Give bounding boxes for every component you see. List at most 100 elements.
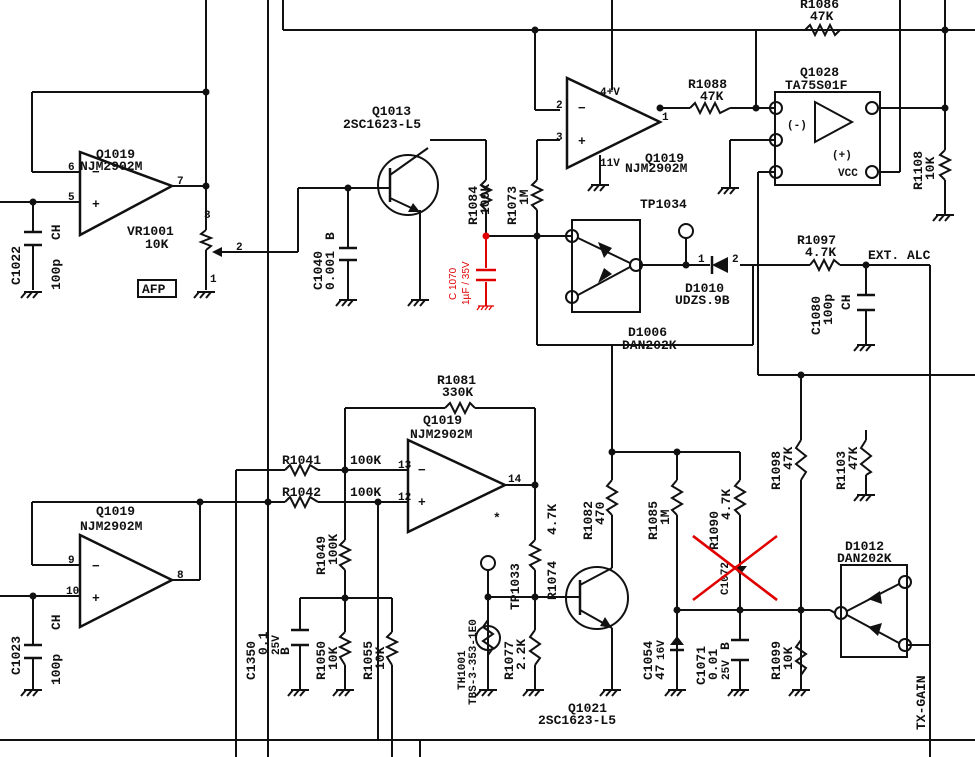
testpoint-tp1034: TP1034 <box>640 197 694 239</box>
ext-alc-label: EXT. ALC <box>868 248 931 263</box>
thermistor-ref: TH1001 <box>457 650 469 690</box>
testpoint-ref: TP1034 <box>640 197 687 212</box>
diode-ref: D1012 <box>845 539 884 554</box>
resistor-ref: R1085 <box>646 501 661 540</box>
capacitor-value: 100p <box>821 294 836 325</box>
capacitor-ref: C1071 <box>694 646 709 685</box>
pin-label: 1 <box>662 112 669 124</box>
opamp-q1019-mid: Q1019 NJM2902M 13 12 14 − + * <box>398 413 522 534</box>
resistor-ref: R1042 <box>282 485 321 500</box>
opamp-q1019-afp: Q1019 NJM2902M 6 5 7 − + <box>68 147 184 238</box>
removed-component-c1072: C1072 <box>692 535 778 601</box>
capacitor-value: 0.001 <box>323 251 338 290</box>
pin-label: 8 <box>177 570 184 582</box>
opamp-q1028: Q1028 TA75S01F (-) (+) VCC <box>769 65 881 186</box>
diode-ref: D1006 <box>628 325 667 340</box>
opamp-ref: Q1019 <box>645 151 684 166</box>
resistor-value: 47K <box>810 9 834 24</box>
capacitor-type: CH <box>839 294 854 310</box>
resistor-ref: R1077 <box>502 641 517 680</box>
capacitor-ref: C1054 <box>641 641 656 680</box>
thermistor-th1001: TH1001 TBS-3-353-1E0 <box>457 619 501 705</box>
resistor-value: 2.2K <box>514 639 529 670</box>
vr-value: 10K <box>145 237 169 252</box>
added-cap-ref: C 1070 <box>448 267 459 300</box>
diode-d1010: 1 2 D1010 UDZS.9B <box>675 254 739 308</box>
resistor-value: 4.7K <box>805 245 836 260</box>
transistor-ref: Q1021 <box>568 701 607 716</box>
transistor-ref: Q1013 <box>372 104 411 119</box>
resistor-ref: R1081 <box>437 373 476 388</box>
opamp-part: NJM2902M <box>80 519 143 534</box>
pin-label: 1 <box>210 274 217 286</box>
resistor-ref: R1073 <box>505 186 520 225</box>
opamp-part: NJM2902M <box>625 161 688 176</box>
tx-gain-label: TX-GAIN <box>914 675 929 730</box>
transistor-q1021: Q1021 2SC1623-L5 <box>538 566 629 728</box>
vr-ref: VR1001 <box>127 224 174 239</box>
resistor-value: 4.7K <box>719 489 734 520</box>
resistor-value: 47K <box>781 446 796 470</box>
capacitor-ref: C1023 <box>9 636 24 675</box>
capacitor-ref: C1080 <box>809 296 824 335</box>
resistor-value: 47K <box>846 446 861 470</box>
added-cap-value: 1µF / 35V <box>461 261 472 305</box>
opamp-part: NJM2902M <box>410 427 473 442</box>
resistor-value: 330K <box>442 385 473 400</box>
resistor-value: 1M <box>658 509 673 525</box>
pin-label: 7 <box>177 176 184 188</box>
resistor-value: 10K <box>326 646 341 670</box>
opamp-q1019-bottom: Q1019 NJM2902M 9 10 8 − + <box>66 504 184 630</box>
resistor-value: 100K <box>326 534 341 565</box>
asterisk-mark: * <box>493 511 501 526</box>
resistor-value: 4.7K <box>545 504 560 535</box>
svg-text:−: − <box>92 559 100 574</box>
pin-label: 10 <box>66 586 79 598</box>
opamp-ref: Q1019 <box>96 147 135 162</box>
pin-label: 1 <box>698 254 705 266</box>
pin-label: 2 <box>556 100 563 112</box>
resistor-value: 1M <box>517 189 532 205</box>
svg-text:−: − <box>418 463 426 478</box>
pin-label: 12 <box>398 492 411 504</box>
afp-label: AFP <box>137 279 177 298</box>
resistor-ref: R1099 <box>769 641 784 680</box>
resistor-ref: R1088 <box>688 77 727 92</box>
capacitor-rating: 25V <box>271 635 283 655</box>
capacitor-rating: 16V <box>656 640 668 660</box>
capacitor-labels: C1022 100p CH C1040 0.001 B C1080 100p C… <box>9 224 854 685</box>
afp-text: AFP <box>142 282 166 297</box>
opamp-ref: Q1019 <box>96 504 135 519</box>
capacitor-type: B <box>323 232 338 240</box>
resistor-value: 47K <box>700 89 724 104</box>
pin-label: 2 <box>236 242 243 254</box>
resistor-ref: R1103 <box>834 451 849 490</box>
capacitor-value: 47 <box>653 664 668 680</box>
resistors <box>198 22 953 676</box>
capacitor-rating: 25V <box>721 660 733 680</box>
opamp-part: NJM2902M <box>80 159 143 174</box>
resistor-ref: R1041 <box>282 453 321 468</box>
resistor-value: 10K <box>373 646 388 670</box>
diode-part: DAN202K <box>622 338 677 353</box>
resistor-value: 10K <box>781 646 796 670</box>
resistor-value: 100K <box>478 184 493 215</box>
resistor-value: 10K <box>923 156 938 180</box>
pin-label: 6 <box>68 162 75 174</box>
pin-label: 4+V <box>600 87 620 99</box>
capacitor-type: CH <box>49 224 64 240</box>
resistor-ref: R1082 <box>581 501 596 540</box>
resistor-value: 100K <box>350 485 381 500</box>
capacitor-value: 0.01 <box>706 649 721 680</box>
svg-text:+: + <box>92 591 100 606</box>
pin-label: 13 <box>398 460 412 472</box>
pin-label: 9 <box>68 555 75 567</box>
svg-text:+: + <box>578 134 586 149</box>
opamp-part: TA75S01F <box>785 78 848 93</box>
thermistor-part: TBS-3-353-1E0 <box>468 619 480 705</box>
capacitor-ref: C1350 <box>244 641 259 680</box>
pin-label: 14 <box>508 474 522 486</box>
capacitor-type: CH <box>49 614 64 630</box>
resistor-ref: R1090 <box>707 511 722 550</box>
